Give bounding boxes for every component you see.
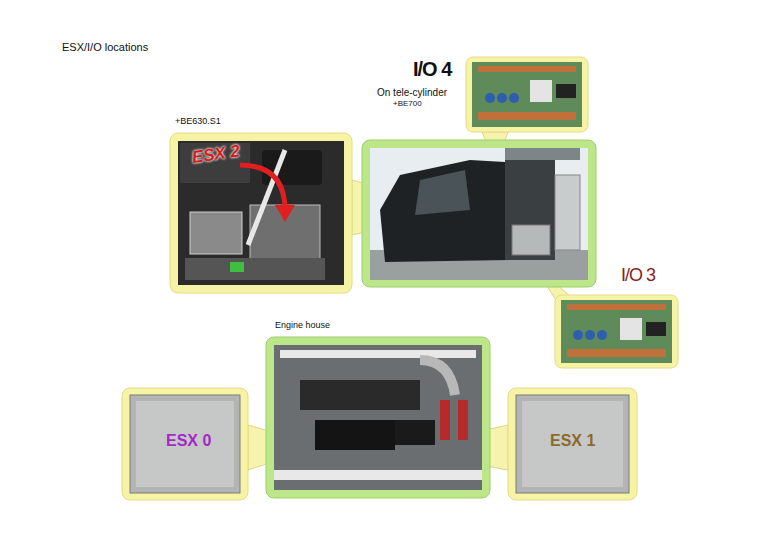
esx-callout: +BE630.S1ESX 2 bbox=[170, 133, 352, 293]
esx2-photo bbox=[170, 133, 352, 293]
esx1-module bbox=[508, 388, 637, 500]
callout-label: ESX 0 bbox=[166, 432, 211, 450]
callout-label: I/O 3 bbox=[621, 266, 655, 286]
callout-heading: I/O 4 bbox=[413, 58, 451, 80]
engine-photo bbox=[266, 337, 490, 498]
esx-callout: ESX 1 bbox=[508, 388, 637, 500]
engine-callout: Engine house bbox=[266, 337, 490, 498]
callout-label: ESX 2 bbox=[191, 142, 241, 167]
callout-label: On tele-cylinder bbox=[377, 87, 447, 98]
callout-label: +BE630.S1 bbox=[175, 117, 221, 127]
esx-callout: ESX 0 bbox=[122, 388, 248, 500]
callout-label: +BE700 bbox=[393, 100, 422, 109]
callout-label: ESX 1 bbox=[550, 432, 595, 450]
callout-label: Engine house bbox=[275, 321, 330, 331]
io-callout: I/O 3 bbox=[555, 295, 678, 368]
page-title: ESX/I/O locations bbox=[62, 41, 148, 53]
io4-board bbox=[466, 57, 588, 132]
crane-photo bbox=[362, 140, 596, 287]
io-callout: I/O 4On tele-cylinder+BE700 bbox=[466, 57, 588, 132]
esx0-module bbox=[122, 388, 248, 500]
io3-board bbox=[555, 295, 678, 368]
